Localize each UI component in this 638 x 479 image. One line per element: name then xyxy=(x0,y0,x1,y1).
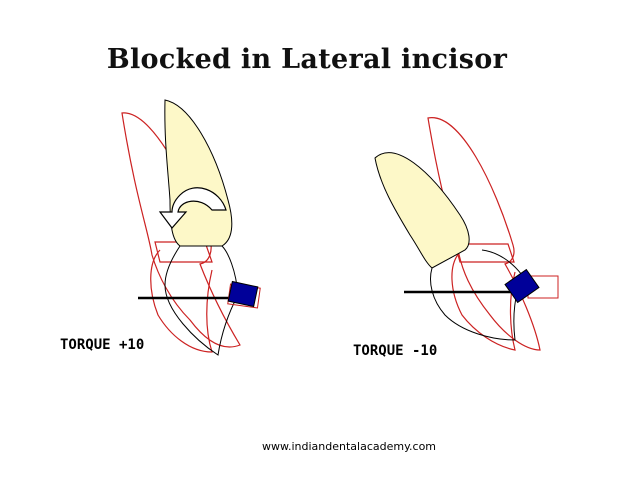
left-reference-root-outline xyxy=(150,249,213,353)
right-reference-cervical-band xyxy=(454,243,515,263)
torque-minus-label: TORQUE -10 xyxy=(353,343,438,359)
torque-plus-label: TORQUE +10 xyxy=(60,337,145,353)
left-blocked-tooth-root xyxy=(164,245,239,356)
right-tooth-diagram xyxy=(374,117,559,351)
slide-title: Blocked in Lateral incisor xyxy=(106,44,508,75)
left-tooth-diagram xyxy=(121,99,261,356)
left-bracket xyxy=(227,280,259,308)
right-bracket xyxy=(504,268,540,304)
right-reference-root-outline xyxy=(451,251,516,351)
right-blocked-tooth-crown xyxy=(374,152,470,269)
right-blocked-tooth-root xyxy=(430,249,523,341)
website-footer: www.indiandentalacademy.com xyxy=(262,440,437,453)
left-rotation-arrow xyxy=(158,187,227,229)
